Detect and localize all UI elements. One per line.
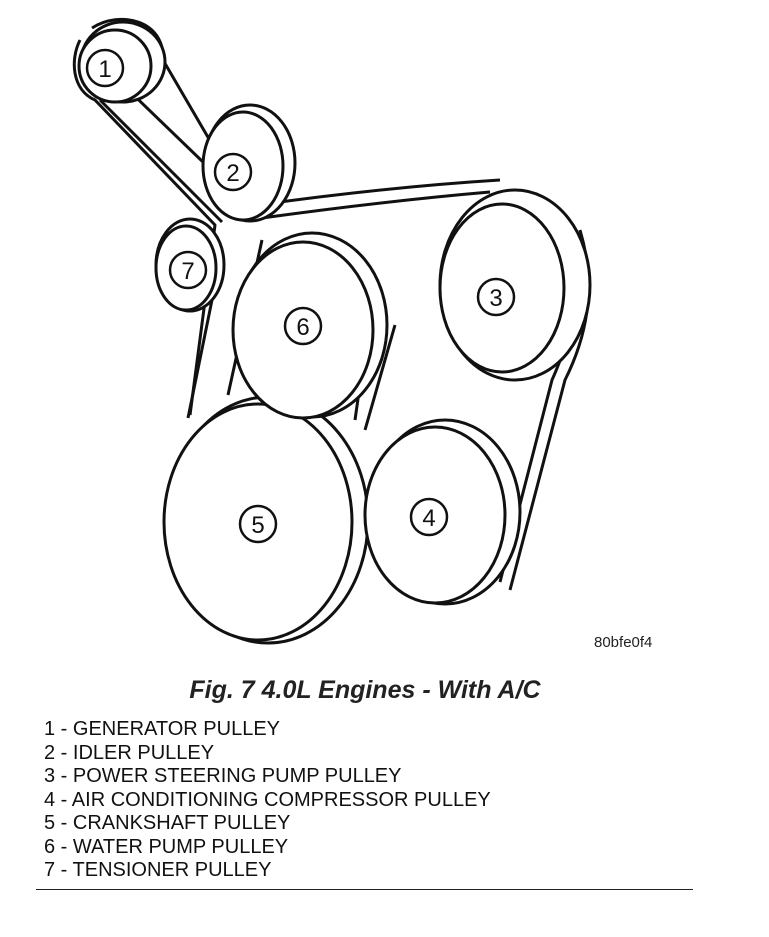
figure-code: 80bfe0f4 (594, 634, 653, 651)
callout-1: 1 (85, 48, 125, 88)
legend-list: 1 - GENERATOR PULLEY 2 - IDLER PULLEY 3 … (44, 718, 491, 883)
callout-6: 6 (283, 306, 323, 346)
legend-item: 3 - POWER STEERING PUMP PULLEY (44, 765, 402, 787)
legend-item: 4 - AIR CONDITIONING COMPRESSOR PULLEY (44, 788, 491, 811)
callout-2: 2 (213, 152, 253, 192)
legend-item: 1 - GENERATOR PULLEY (44, 718, 280, 740)
divider-line (36, 889, 693, 890)
legend-item: 5 - CRANKSHAFT PULLEY (44, 812, 291, 834)
legend-item: 6 - WATER PUMP PULLEY (44, 835, 289, 858)
svg-text:6: 6 (296, 314, 309, 341)
svg-text:5: 5 (251, 512, 264, 539)
svg-text:4: 4 (422, 505, 435, 532)
svg-text:3: 3 (489, 285, 502, 312)
figure-caption: Fig. 7 4.0L Engines - With A/C (189, 676, 541, 704)
callout-4: 4 (409, 497, 449, 537)
callout-3: 3 (476, 277, 516, 317)
legend-item: 2 - IDLER PULLEY (44, 741, 215, 764)
legend-item: 7 - TENSIONER PULLEY (44, 859, 272, 881)
belt-routing-diagram: 1 2 3 4 5 6 7 (72, 18, 592, 645)
svg-text:7: 7 (181, 258, 194, 285)
callout-7: 7 (168, 250, 208, 290)
svg-text:2: 2 (226, 160, 239, 187)
svg-text:1: 1 (98, 56, 111, 83)
callout-5: 5 (238, 504, 278, 544)
pulley-3-power-steering (438, 188, 592, 382)
